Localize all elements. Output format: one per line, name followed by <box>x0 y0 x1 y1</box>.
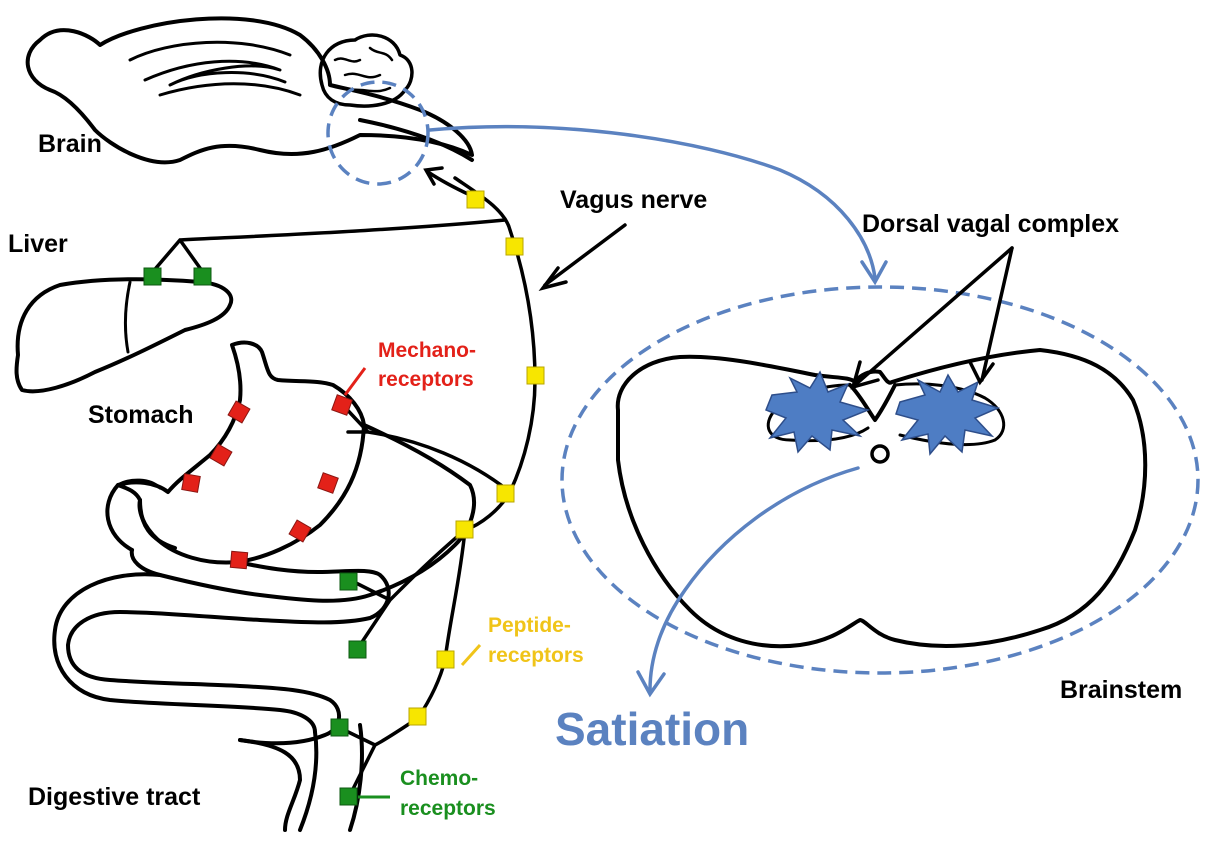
brainstem-label: Brainstem <box>1060 676 1182 704</box>
chemoreceptor-marker <box>340 573 357 590</box>
vagus-nerve-label: Vagus nerve <box>560 186 707 214</box>
mechanoreceptor-marker <box>228 401 250 423</box>
mechanoreceptor-marker <box>318 473 339 494</box>
peptide-receptor-marker <box>456 521 473 538</box>
mechanoreceptor-pointer <box>345 368 365 395</box>
chemoreceptor-marker <box>194 268 211 285</box>
dorsal-vagal-complex-label: Dorsal vagal complex <box>862 210 1119 238</box>
chemoreceptor-marker <box>349 641 366 658</box>
stomach-illustration <box>118 343 364 563</box>
chemoreceptor-marker <box>144 268 161 285</box>
dvc-pointer-left <box>855 248 1012 385</box>
peptide-receptor-marker <box>497 485 514 502</box>
brain-label: Brain <box>38 130 102 158</box>
peptide-receptor-marker <box>437 651 454 668</box>
peptide-receptor-marker <box>506 238 523 255</box>
brainstem-section-outline <box>618 350 1145 646</box>
peptide-receptor-marker <box>409 708 426 725</box>
vagus-pointer-arrow <box>545 225 625 285</box>
central-canal <box>872 446 888 462</box>
chemoreceptor-markers <box>144 268 366 805</box>
peptide-receptor-pointer <box>462 645 480 665</box>
satiation-label: Satiation <box>555 703 749 755</box>
mechanoreceptors-label-line2: receptors <box>378 368 474 391</box>
chemoreceptor-marker <box>340 788 357 805</box>
liver-illustration <box>17 279 232 391</box>
mechanoreceptor-markers <box>182 395 353 569</box>
peptide-receptor-marker <box>527 367 544 384</box>
mechanoreceptor-marker <box>182 474 201 493</box>
stomach-label: Stomach <box>88 401 194 429</box>
mechanoreceptors-label-line1: Mechano- <box>378 339 476 362</box>
brainstem-zoom-outline <box>562 287 1198 673</box>
chemoreceptors-label-line1: Chemo- <box>400 767 478 790</box>
digestive-tract-label: Digestive tract <box>28 783 201 811</box>
peptide-receptors-label-line2: receptors <box>488 644 584 667</box>
peptide-receptors-label-line1: Peptide- <box>488 614 571 637</box>
mechanoreceptor-marker <box>289 520 311 542</box>
chemoreceptors-label-line2: receptors <box>400 797 496 820</box>
peptide-receptor-marker <box>467 191 484 208</box>
mechanoreceptor-marker <box>210 444 232 466</box>
dvc-pointer-right-head <box>970 362 993 382</box>
liver-label: Liver <box>8 230 68 258</box>
chemoreceptor-marker <box>331 719 348 736</box>
mechanoreceptor-marker <box>230 551 247 568</box>
dvc-pointer-right <box>982 248 1012 380</box>
